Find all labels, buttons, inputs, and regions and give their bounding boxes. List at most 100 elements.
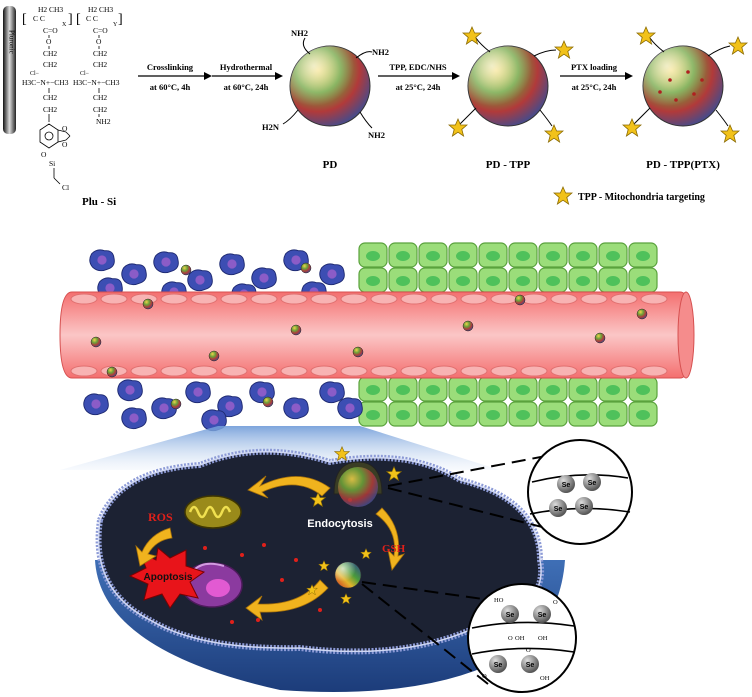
tumor-cell: [89, 249, 115, 272]
endothelial-cell: [610, 293, 638, 305]
o-label: O: [526, 647, 531, 654]
nanoparticle: [594, 332, 606, 344]
endothelial-cell: [550, 293, 578, 305]
tumor-cell: [219, 253, 245, 276]
nanoparticle-pd-tpp: PD - TPP: [448, 26, 574, 171]
chem-bracket-d: ]: [118, 12, 123, 27]
se-atom: [501, 605, 519, 623]
se-label: Se: [580, 504, 589, 511]
nanoparticle: [352, 346, 364, 358]
oh-label: OH: [515, 635, 525, 642]
chem-chain-a: C C: [33, 14, 45, 23]
healthy-cell: [478, 242, 508, 268]
pluronic-rod: [3, 6, 16, 134]
nanoparticle: [208, 350, 220, 362]
amine-group: NH2: [372, 47, 389, 57]
endothelial-cell: [460, 365, 488, 377]
membrane-edge: [97, 451, 542, 653]
endothelial-cell: [250, 365, 278, 377]
tpp-star-icon: [544, 124, 564, 143]
healthy-cell: [418, 376, 448, 402]
healthy-cell: [508, 376, 538, 402]
endothelium-bottom: [70, 365, 668, 377]
nanoparticle: [290, 324, 302, 336]
se-label: Se: [494, 662, 503, 669]
chem-n-left: H3C−N+−CH3: [22, 78, 69, 87]
se-atom: [521, 655, 539, 673]
se-atom: [557, 475, 575, 493]
chem-cl-end: Cl: [62, 183, 69, 192]
endothelium-top: [70, 293, 668, 305]
ros-label: ROS: [148, 510, 173, 524]
chem-cl-b: Cl−: [80, 71, 90, 77]
healthy-cell: [628, 401, 658, 427]
endothelial-cell: [640, 365, 668, 377]
endothelial-cell: [280, 293, 308, 305]
healthy-cell: [448, 401, 478, 427]
chem-h2-b: H2: [88, 5, 97, 14]
tumor-cell: [83, 393, 109, 416]
tumor-cell: [319, 381, 345, 404]
tumor-cell: [251, 267, 277, 290]
healthy-cell: [478, 376, 508, 402]
o-label: O: [508, 635, 513, 642]
nanoparticle-pd-tpp-ptx: PD - TPP(PTX): [622, 26, 748, 171]
endothelial-cell: [250, 293, 278, 305]
healthy-cells-bottom: [358, 376, 658, 427]
tumor-cell: [117, 379, 143, 402]
healthy-cell: [508, 242, 538, 268]
oh-label: OH: [538, 635, 548, 642]
tpp-star-icon: [554, 40, 574, 59]
mitochondrion: [184, 495, 242, 529]
apoptosis-label: Apoptosis: [144, 572, 193, 583]
pluronic-structure: Pluronic H2 CH3 H2 CH3 [ C C ] X [ C C ]…: [3, 5, 123, 208]
chem-ch2-a3: CH2: [43, 93, 57, 102]
endothelial-cell: [580, 293, 608, 305]
tumor-cell: [187, 269, 213, 292]
chem-bracket-b: ]: [68, 12, 73, 27]
endocytosis-label: Endocytosis: [307, 518, 372, 530]
chem-n-right: H3C−N+−CH3: [73, 78, 120, 87]
chem-ch2-b3: CH2: [93, 93, 107, 102]
nanoparticle: [514, 294, 526, 306]
amine-group: NH2: [368, 130, 385, 140]
se-label: Se: [506, 612, 515, 619]
healthy-cell: [388, 401, 418, 427]
endothelial-cell: [340, 293, 368, 305]
endothelial-cell: [640, 293, 668, 305]
arrow-label-bottom: at 60°C, 4h: [150, 82, 191, 92]
tumor-cell-mechanism: Apoptosis ROS Endocytosis GSH: [60, 426, 633, 693]
chem-h2-a: H2: [38, 5, 47, 14]
endothelial-cell: [70, 365, 98, 377]
se-label: Se: [562, 482, 571, 489]
tissue-and-vessel: [59, 242, 695, 432]
endothelial-cell: [220, 365, 248, 377]
chem-o-a: O: [46, 37, 52, 46]
healthy-cell: [448, 376, 478, 402]
chem-nh2: NH2: [96, 117, 111, 126]
nanoparticle-pd: NH2 NH2 H2N NH2 PD: [262, 28, 389, 171]
arrow-tpp-conjugation: TPP, EDC/NHS at 25°C, 24h: [378, 62, 460, 92]
chem-bracket-a: [: [22, 12, 27, 27]
nanoparticle: [106, 366, 118, 378]
chem-ch2-b4: CH2: [93, 105, 107, 114]
healthy-cells-top: [358, 242, 658, 293]
tumor-cell: [319, 263, 345, 286]
chem-o3: O: [41, 150, 47, 159]
endothelial-cell: [580, 365, 608, 377]
healthy-cell: [358, 401, 388, 427]
chem-o1: O: [62, 124, 68, 133]
endothelial-cell: [220, 293, 248, 305]
endothelial-cell: [100, 293, 128, 305]
healthy-cell: [598, 267, 628, 293]
degraded-nanoparticle: [306, 548, 372, 605]
chem-ch2-b2: CH2: [93, 60, 107, 69]
endothelial-cell: [430, 293, 458, 305]
healthy-cell: [568, 242, 598, 268]
chem-x: X: [62, 22, 67, 28]
healthy-cell: [358, 267, 388, 293]
arrow-label-bottom: at 25°C, 24h: [396, 82, 441, 92]
healthy-cell: [628, 267, 658, 293]
healthy-cell: [628, 376, 658, 402]
